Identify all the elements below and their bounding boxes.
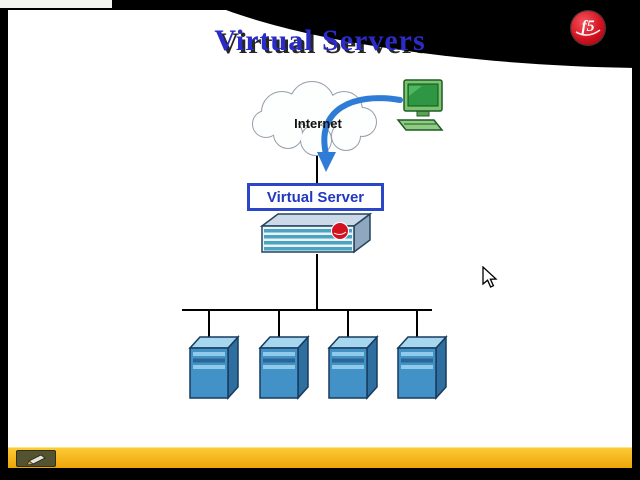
connector-lines <box>182 148 432 337</box>
f5-logo-swash <box>575 29 601 36</box>
top-edge-sliver <box>0 0 112 8</box>
server-tower <box>189 336 239 399</box>
pen-tool-button[interactable] <box>16 450 56 467</box>
slide-title: Virtual Servers <box>214 24 426 57</box>
virtual-server-box: Virtual Server <box>247 183 384 211</box>
server-tower <box>397 336 447 399</box>
internet-label: Internet <box>294 116 342 131</box>
pen-tool-icon <box>26 454 46 465</box>
server-tower <box>259 336 309 399</box>
virtual-server-label: Virtual Server <box>266 188 365 206</box>
f5-logo-text: f5 <box>581 18 595 35</box>
bigip-appliance <box>259 212 373 254</box>
appliance-f5-ball-icon <box>331 222 349 240</box>
f5-logo-icon: f5 <box>571 11 605 45</box>
client-computer-icon <box>396 79 444 131</box>
server-tower <box>328 336 378 399</box>
presenter-footer-bar <box>8 447 632 468</box>
request-arrow <box>317 95 403 172</box>
internet-cloud <box>252 81 377 156</box>
arrow-cursor-icon <box>482 266 498 288</box>
